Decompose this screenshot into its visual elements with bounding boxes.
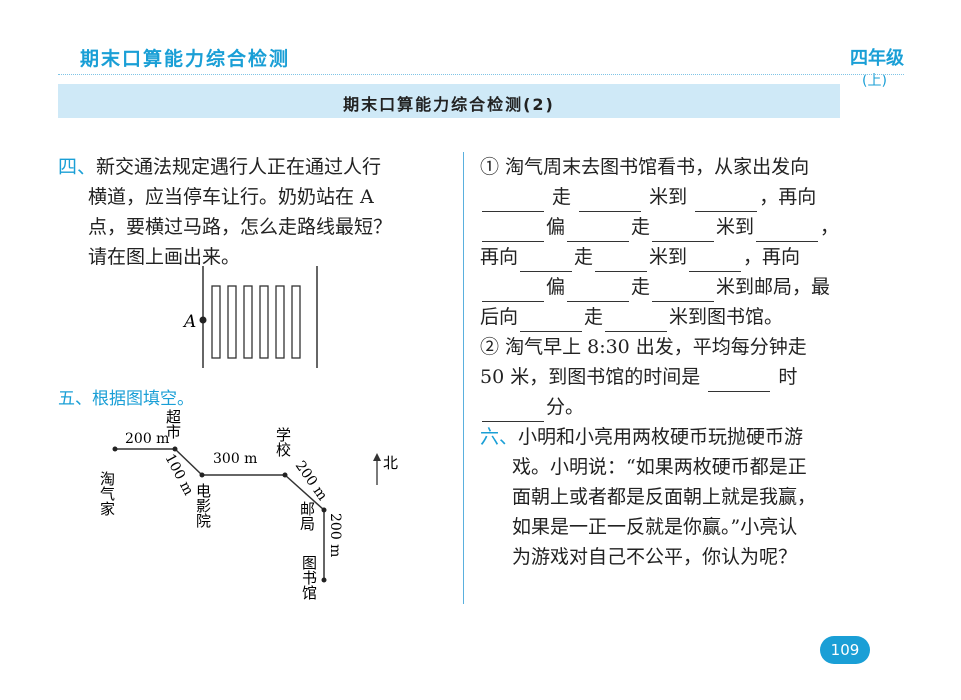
blank[interactable] xyxy=(482,191,544,212)
text-zou: 走 xyxy=(631,216,651,238)
blank[interactable] xyxy=(579,191,642,212)
north-label: 北 xyxy=(383,454,398,472)
q5a-number: ① xyxy=(480,156,500,178)
header-title: 期末口算能力综合检测 xyxy=(80,48,291,70)
q5a-line-1: 淘气周末去图书馆看书，从家出发向 xyxy=(505,156,810,178)
place-home: 淘气家 xyxy=(98,471,116,516)
banner-title: 期末口算能力综合检测(2) xyxy=(343,95,555,114)
text-pian: 偏 xyxy=(546,276,566,298)
dist-cinema-school: 300 m xyxy=(213,451,257,467)
text-hour: 时 xyxy=(778,366,798,388)
q6-line-2: 戏。小明说：“如果两枚硬币都是正 xyxy=(512,456,807,478)
q6-line-5: 为游戏对自己不公平，你认为呢？ xyxy=(512,546,798,568)
blank[interactable] xyxy=(520,251,573,272)
question-4: 四、新交通法规定遇行人正在通过人行 横道，应当停车让行。奶奶站在 A 点，要横过… xyxy=(58,152,458,272)
text-hou-xiang: 后向 xyxy=(480,306,519,328)
text-to-post: 米到邮局，最 xyxy=(716,276,831,298)
q5b-line-2: 50 米，到图书馆的时间是 xyxy=(480,366,701,388)
q5-title: 五、根据图填空。 xyxy=(58,389,194,409)
blank[interactable] xyxy=(482,221,544,242)
right-column: ① 淘气周末去图书馆看书，从家出发向 走 米到 ，再向 偏走米到， 再向走米到，… xyxy=(480,152,880,572)
text-minute: 分。 xyxy=(546,396,585,418)
crosswalk-diagram: A xyxy=(182,266,318,368)
blank[interactable] xyxy=(567,281,630,302)
q5b-number: ② xyxy=(480,336,500,358)
page-number: 109 xyxy=(820,636,870,664)
q4-line-2: 横道，应当停车让行。奶奶站在 A xyxy=(88,186,374,208)
q5b-line-1: 淘气早上 8:30 出发，平均每分钟走 xyxy=(505,336,807,358)
place-post: 邮局 xyxy=(298,501,316,532)
blank[interactable] xyxy=(482,281,544,302)
column-divider xyxy=(463,152,464,604)
dist-home-market: 200 m xyxy=(125,431,169,447)
place-cinema: 电影院 xyxy=(194,483,212,529)
dist-market-cinema: 100 m xyxy=(161,451,196,498)
text-mi-dao: 米到 xyxy=(716,216,755,238)
section-banner: 期末口算能力综合检测(2) xyxy=(58,84,840,118)
blank[interactable] xyxy=(708,371,771,392)
text-zou: 走 xyxy=(631,276,651,298)
route-map: 200 m 300 m 100 m 200 m 200 m 淘气家 超市 电影院… xyxy=(98,409,398,600)
dist-school-post: 200 m xyxy=(292,458,331,504)
q6-line-1: 小明和小亮用两枚硬币玩抛硬币游 xyxy=(518,426,804,448)
q4-number: 四、 xyxy=(58,156,97,178)
blank[interactable] xyxy=(595,251,648,272)
text-zou: 走 xyxy=(574,246,594,268)
blank[interactable] xyxy=(605,311,668,332)
text-mi-dao: 米到 xyxy=(649,186,688,208)
blank[interactable] xyxy=(652,281,715,302)
header-divider xyxy=(58,74,904,75)
q6-line-4: 如果是一正一反就是你赢。”小亮认 xyxy=(512,516,798,538)
dist-post-library: 200 m xyxy=(327,513,343,557)
text-pian: 偏 xyxy=(546,216,566,238)
point-a xyxy=(199,316,207,324)
place-school: 学校 xyxy=(274,427,292,457)
text-mi-dao: 米到 xyxy=(649,246,688,268)
text-zai-xiang: ，再向 xyxy=(743,246,801,268)
blank[interactable] xyxy=(652,221,715,242)
text-zou: 走 xyxy=(584,306,604,328)
q4-line-3: 点，要横过马路，怎么走路线最短？ xyxy=(88,216,393,238)
blank[interactable] xyxy=(567,221,630,242)
text-zai-xiang: 再向 xyxy=(480,246,519,268)
blank[interactable] xyxy=(695,191,758,212)
text-zou: 走 xyxy=(552,186,572,208)
grade-label: 四年级 xyxy=(850,48,904,69)
grade-sub-label: (上) xyxy=(862,73,887,89)
q6-line-3: 面朝上或者都是反面朝上就是我赢， xyxy=(512,486,817,508)
q4-line-1: 新交通法规定遇行人正在通过人行 xyxy=(96,156,382,178)
point-a-label: A xyxy=(182,312,196,332)
place-market: 超市 xyxy=(164,409,182,439)
q4-line-4: 请在图上画出来。 xyxy=(88,246,241,268)
blank[interactable] xyxy=(756,221,819,242)
blank[interactable] xyxy=(520,311,583,332)
text-to-library: 米到图书馆。 xyxy=(669,306,784,328)
q6-number: 六、 xyxy=(480,426,519,448)
blank[interactable] xyxy=(482,401,544,422)
blank[interactable] xyxy=(689,251,742,272)
text-comma: ， xyxy=(820,216,840,238)
text-zai-xiang: ，再向 xyxy=(759,186,817,208)
place-library: 图书馆 xyxy=(300,555,318,600)
